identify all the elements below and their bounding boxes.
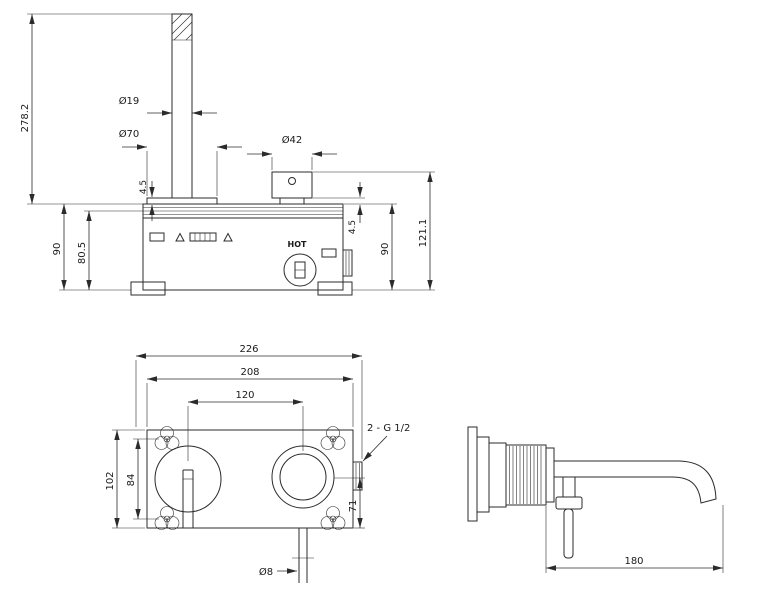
handle [271, 171, 313, 205]
mounting-ear [154, 506, 180, 530]
mounting-ear [320, 426, 346, 450]
dim-escutcheon-dia: Ø70 [119, 128, 242, 196]
dim-label: Ø19 [119, 95, 140, 107]
dim-label: 120 [235, 390, 254, 401]
dim-label: 2 - G 1/2 [367, 423, 410, 434]
spout-side [553, 460, 717, 504]
valve-body: HOT [130, 217, 353, 296]
dim-spout-reach: 180 [545, 505, 724, 573]
mounting-foot [130, 281, 166, 296]
roughin-box-view: 226 208 120 102 84 [105, 344, 410, 583]
side-connection [342, 249, 353, 277]
dim-spout-plate-thk: 4.5 [139, 180, 155, 221]
dim-handle-plate-thk: 4.5 [313, 182, 365, 234]
dim-label: Ø42 [282, 134, 303, 146]
dim-label: 278.2 [20, 104, 31, 133]
dim-mount-height: 84 [126, 438, 159, 520]
wall-plate-ribs [143, 207, 343, 215]
dim-body-depth-left: 90 [52, 204, 131, 291]
label-hatch [194, 233, 211, 241]
dim-connections: 2 - G 1/2 [362, 423, 410, 462]
dim-outlet-dia: Ø8 [259, 566, 297, 578]
temp-control [283, 253, 317, 287]
dim-overall-width: 226 [135, 344, 363, 459]
outlet-pipe [292, 528, 314, 583]
dim-label: 84 [126, 474, 137, 487]
dim-label: 102 [105, 471, 116, 490]
dim-body-depth-right: 90 [344, 203, 397, 290]
handle-side [555, 476, 583, 559]
dim-mount-width: 208 [146, 367, 354, 427]
dim-label: 71 [348, 500, 359, 513]
dim-handle-total: 121.1 [313, 171, 435, 291]
dim-label: 208 [240, 367, 259, 378]
warning-triangle-icon [175, 232, 185, 242]
side-view: 180 [467, 426, 724, 573]
dim-label: 4.5 [348, 220, 358, 234]
dim-handle-dia: Ø42 [247, 134, 337, 170]
inlet-connection [352, 461, 363, 491]
dim-label: Ø70 [119, 128, 140, 140]
mounting-ear [320, 506, 346, 530]
plan-view: HOT Ø19 Ø70 [20, 13, 435, 296]
back-plate [476, 436, 490, 513]
mounting-ear [154, 426, 180, 450]
box-outline [146, 429, 354, 529]
valve-cartridge [271, 445, 335, 509]
escutcheon-side [545, 447, 555, 503]
wall-bracket [467, 426, 478, 522]
dim-label: 180 [624, 556, 643, 567]
dim-label: 90 [380, 243, 391, 256]
dim-label: 80.5 [77, 242, 88, 264]
dim-label: 90 [52, 243, 63, 256]
dim-label: 121.1 [418, 219, 429, 248]
mounting-foot [317, 281, 353, 296]
hot-marking: HOT [288, 240, 307, 249]
dim-inner-depth: 80.5 [77, 210, 143, 290]
spout-escutcheon [146, 197, 218, 205]
wall-plate [142, 203, 344, 219]
dim-outlet-offset: 71 [334, 477, 365, 529]
dim-label: 226 [239, 344, 258, 355]
dim-centre-spacing: 120 [187, 390, 304, 461]
dim-label: 4.5 [139, 180, 149, 194]
dim-spout-dia: Ø19 [119, 95, 217, 116]
valve-body-side [488, 442, 507, 508]
dim-total-depth: 278.2 [20, 13, 172, 205]
dim-overall-height: 102 [105, 429, 145, 529]
threaded-section [505, 444, 547, 506]
spout-pipe [171, 13, 193, 199]
warning-triangle-icon [223, 232, 233, 242]
dim-label: Ø8 [259, 566, 273, 578]
